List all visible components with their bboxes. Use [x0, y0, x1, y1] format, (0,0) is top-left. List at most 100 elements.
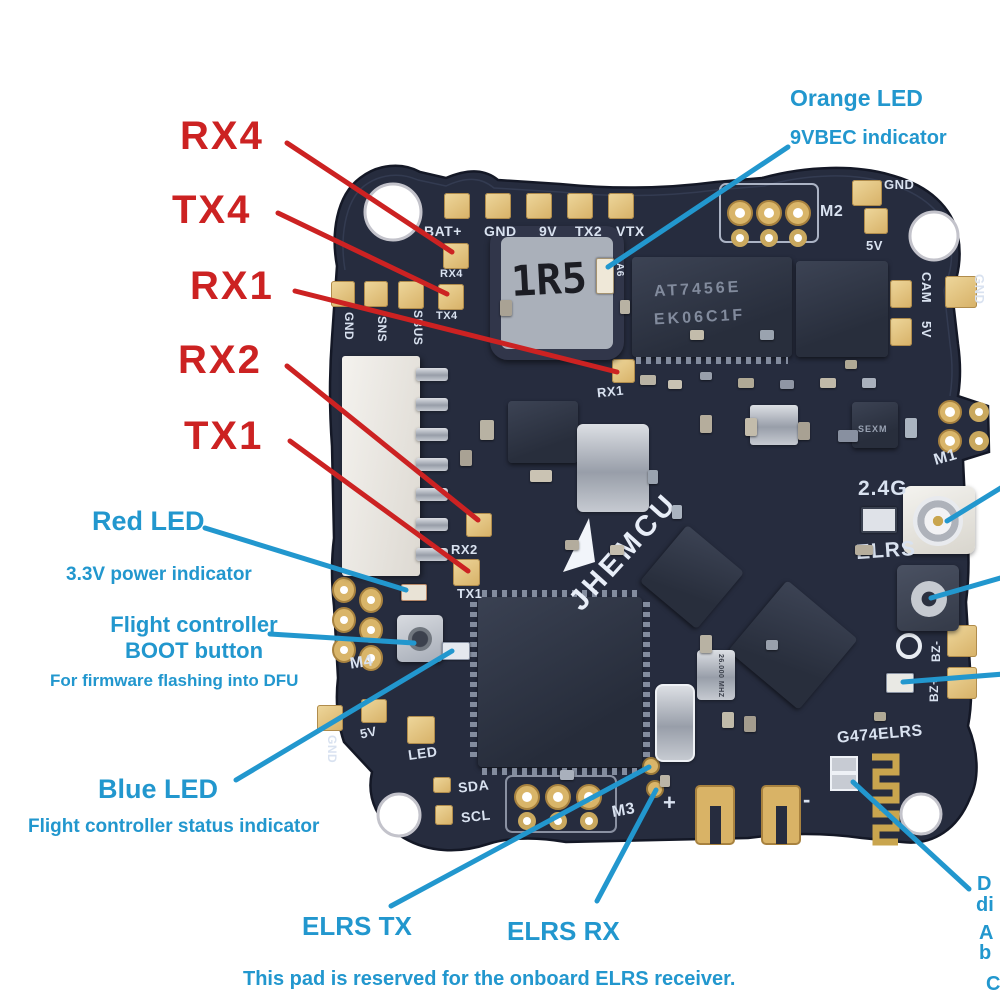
passive-component [745, 418, 757, 436]
passive-component [820, 378, 836, 388]
right-edge-fragment-5: C [986, 973, 1000, 995]
blue-pointer-lines [202, 144, 1000, 909]
passive-component [798, 422, 810, 440]
ufl-ring [913, 496, 963, 546]
passive-component [766, 640, 778, 650]
passive-component [738, 378, 754, 388]
callout-bottom-note: This pad is reserved for the onboard ELR… [243, 968, 736, 990]
passive-component [480, 420, 494, 440]
m4-holes [332, 577, 383, 671]
reserved-elrs-pad-2 [830, 773, 858, 791]
pad-scl [435, 805, 453, 825]
silk-tx1: TX1 [457, 586, 483, 601]
passive-component [672, 505, 682, 519]
pad-sda [433, 777, 451, 793]
passive-component [660, 775, 670, 787]
label-rx4: RX4 [180, 114, 264, 158]
silk-rx2: RX2 [451, 542, 478, 557]
silk-tx4: TX4 [436, 310, 458, 322]
passive-component [838, 430, 858, 442]
mounting-hole-top-right [908, 210, 960, 262]
pad-9v [526, 193, 552, 219]
pad-tx4 [438, 284, 464, 310]
callout-boot-sub: For firmware flashing into DFU [50, 671, 299, 690]
jst-pin [416, 518, 448, 531]
pad-tx2 [567, 193, 593, 219]
passive-component [560, 770, 574, 780]
callout-boot-title-line1: Flight controller [110, 612, 278, 637]
pad-5v-top-right [864, 208, 888, 234]
callout-boot-title: Flight controller BOOT button [85, 612, 303, 665]
passive-component [845, 360, 857, 369]
mcu-chip [478, 597, 642, 767]
silk-vtx: VTX [616, 223, 645, 239]
jst-pin [416, 458, 448, 471]
passive-component [500, 300, 512, 316]
pad-cam [890, 280, 912, 308]
passive-component [668, 380, 682, 389]
metal-can [577, 424, 649, 512]
callout-red-led-title: Red LED [92, 506, 205, 536]
mounting-hole-bottom-right [899, 792, 943, 836]
silk-tx2: TX2 [575, 223, 603, 239]
passive-component [610, 545, 624, 555]
m2-holes [727, 200, 811, 247]
passive-component [744, 716, 756, 732]
pad-bat-plus [444, 193, 470, 219]
callout-orange-led-sub: 9VBEC indicator [790, 127, 947, 149]
right-edge-fragment-4: b [979, 942, 992, 964]
pcb-inner-rim [342, 174, 953, 397]
passive-component [760, 330, 774, 340]
passive-component [640, 375, 656, 385]
elrs-status-led [861, 507, 897, 533]
m3-holes [514, 784, 602, 830]
regulator-chip [508, 401, 578, 463]
silk-24g: 2.4G [858, 477, 908, 500]
passive-component [700, 635, 712, 653]
label-rx2: RX2 [178, 338, 262, 382]
right-edge-fragment-3: A [979, 922, 994, 944]
callout-blue-led-sub: Flight controller status indicator [28, 816, 320, 837]
callout-red-led-sub: 3.3V power indicator [66, 564, 252, 585]
passive-component [530, 470, 552, 482]
osd-chip-pins [636, 357, 788, 364]
passive-component [460, 450, 472, 466]
m1-holes [938, 400, 989, 453]
passive-component [700, 372, 712, 380]
silk-via-ring [896, 633, 922, 659]
silk-plus: + [663, 790, 677, 815]
callout-boot-title-line2: BOOT button [124, 638, 264, 664]
passive-component [700, 415, 712, 433]
pad-vtx [608, 193, 634, 219]
pad-sbus [398, 281, 424, 309]
right-edge-fragment-2: di [976, 894, 994, 916]
passive-component [690, 330, 704, 340]
callout-elrs-tx: ELRS TX [302, 911, 412, 941]
pad-gnd-right [945, 276, 977, 308]
passive-component [780, 380, 794, 389]
passive-component [565, 540, 579, 550]
mcu-pins-top [482, 590, 638, 597]
right-edge-fragment-1: D [977, 873, 992, 895]
silk-9v: 9V [539, 223, 558, 239]
osd-chip: AT7456E EK06C1F [632, 257, 792, 357]
boot-button-cap [408, 627, 432, 651]
callout-blue-led-title: Blue LED [98, 774, 219, 804]
passive-component [648, 470, 658, 484]
pad-sns [364, 281, 388, 307]
silk-arrow [563, 518, 595, 572]
passive-component [620, 300, 630, 314]
silk-minus: - [803, 787, 811, 812]
red-pointer-lines [275, 140, 620, 574]
silk-bat-plus: BAT+ [424, 223, 462, 239]
passive-component [855, 545, 873, 555]
mcu-pins-right [643, 602, 650, 762]
silk-gnd-top: GND [484, 223, 517, 239]
pad-rx1 [612, 359, 635, 383]
jst-connector [342, 356, 420, 576]
pad-bz-plus [947, 667, 977, 699]
label-tx1: TX1 [184, 414, 264, 458]
passive-component [874, 712, 886, 721]
pad-led [407, 716, 435, 744]
mounting-hole-bottom-left [376, 792, 422, 838]
